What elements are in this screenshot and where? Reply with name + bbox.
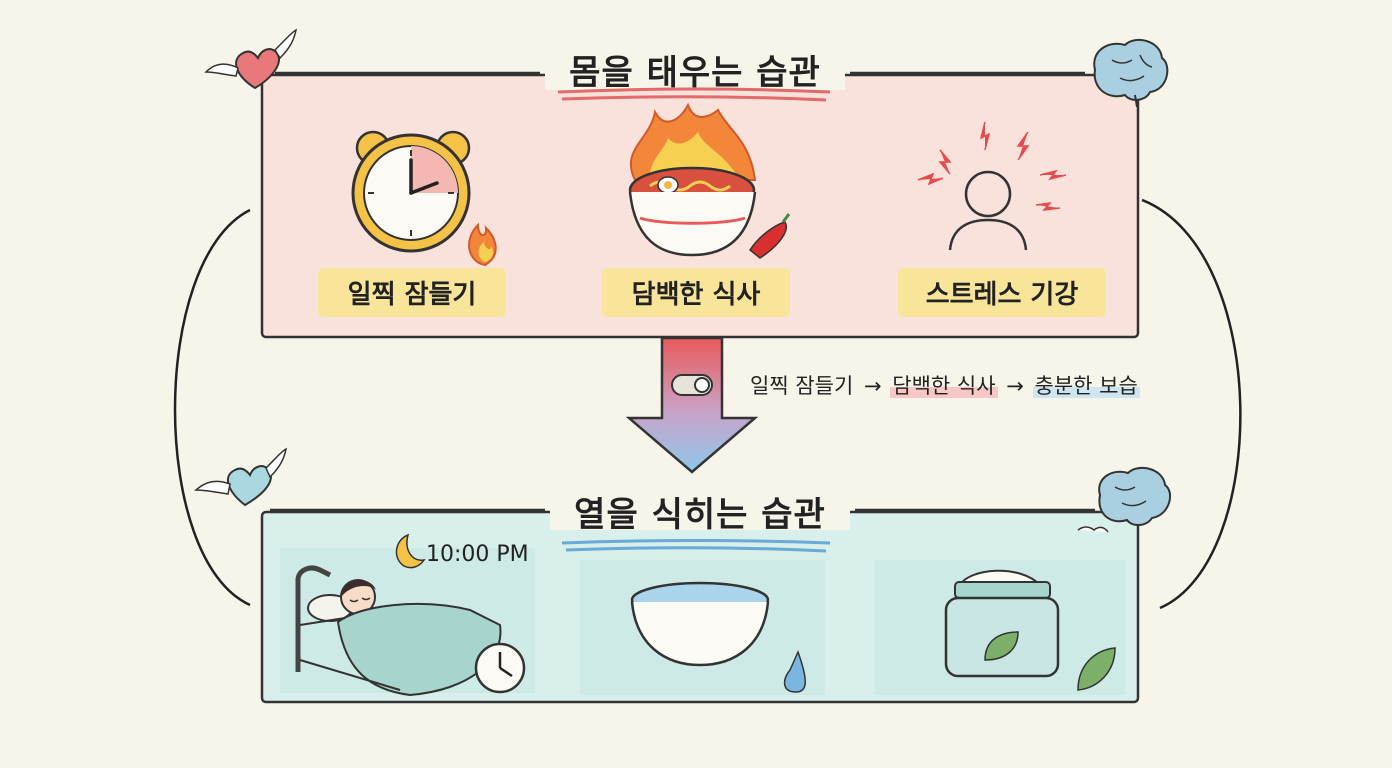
stressed-person-icon (917, 121, 1067, 251)
flow-step-3: 충분한 보습 (1032, 374, 1140, 398)
winged-heart-red-icon (204, 28, 298, 90)
title-bottom-underline (561, 539, 831, 553)
moon-icon (395, 533, 426, 569)
moisturizer-jar-icon (944, 569, 1116, 691)
bottom-section-title: 열을 식히는 습관 (574, 495, 826, 535)
flow-step-2: 담백한 식사 (890, 374, 998, 398)
left-loop-curve (173, 208, 251, 607)
flow-step-1: 일찍 잠들기 (750, 374, 854, 398)
brain-top-icon (1093, 38, 1169, 108)
top-item-label-stress: 스트레스 기강 (898, 268, 1106, 317)
flow-arrow-1: → (863, 374, 882, 398)
top-item-label-early-sleep: 일찍 잠들기 (318, 268, 506, 317)
winged-heart-blue-icon (194, 447, 288, 507)
top-item-label-light-meal: 담백한 식사 (602, 268, 790, 317)
alarm-clock-fire-icon (351, 130, 497, 267)
flow-arrow-2: → (1006, 374, 1024, 398)
brain-bottom-icon (1077, 466, 1172, 533)
flow-sequence: 일찍 잠들기 → 담백한 식사 → 충분한 보습 (748, 370, 1140, 400)
small-clock-icon (474, 642, 526, 694)
top-section-title: 몸을 태우는 습관 (569, 53, 821, 93)
spicy-noodle-bowl-icon (628, 102, 791, 259)
right-loop-curve (1141, 198, 1242, 610)
title-top-underline (557, 87, 831, 102)
sleeping-person-bed-icon (295, 565, 502, 697)
transition-arrow (625, 336, 759, 474)
water-bowl-icon (630, 581, 806, 693)
bedtime-label: 10:00 PM (426, 542, 529, 567)
